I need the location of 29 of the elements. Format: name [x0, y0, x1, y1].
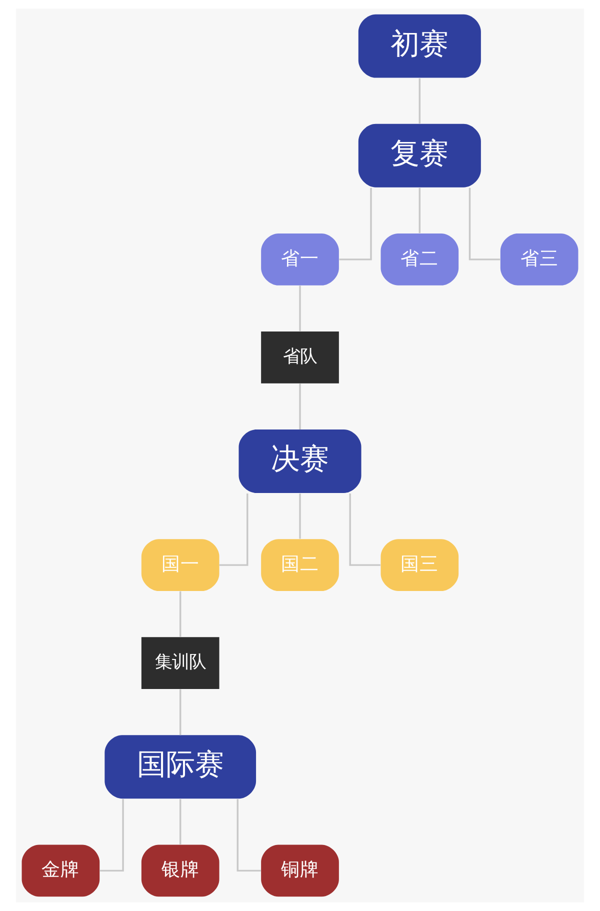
- connector: [299, 494, 301, 539]
- connector: [339, 188, 372, 260]
- connector: [299, 286, 301, 332]
- connector: [418, 78, 421, 124]
- connector: [179, 591, 182, 637]
- connector: [179, 689, 182, 736]
- connector: [349, 494, 380, 566]
- node-box: 国二: [261, 539, 339, 592]
- node-box: 决赛: [238, 430, 362, 493]
- connector: [179, 799, 182, 844]
- node-box: 国三: [380, 539, 459, 592]
- node-box: 银牌: [141, 844, 220, 897]
- node-box: 国际赛: [104, 735, 256, 799]
- connector: [219, 494, 248, 566]
- node-box: 铜牌: [261, 844, 339, 897]
- node-box: 省一: [261, 234, 339, 286]
- connector: [100, 799, 124, 872]
- connector: [468, 188, 500, 260]
- node-box: 省队: [261, 332, 339, 384]
- node-box: 复赛: [358, 124, 481, 188]
- node-box: 金牌: [22, 844, 100, 897]
- node-box: 国一: [141, 539, 220, 592]
- node-box: 集训队: [141, 637, 220, 690]
- connector: [236, 799, 261, 872]
- node-box: 初赛: [358, 14, 481, 78]
- connector: [418, 188, 421, 234]
- node-box: 省二: [380, 234, 459, 286]
- connector: [299, 384, 301, 430]
- node-box: 省三: [500, 234, 578, 286]
